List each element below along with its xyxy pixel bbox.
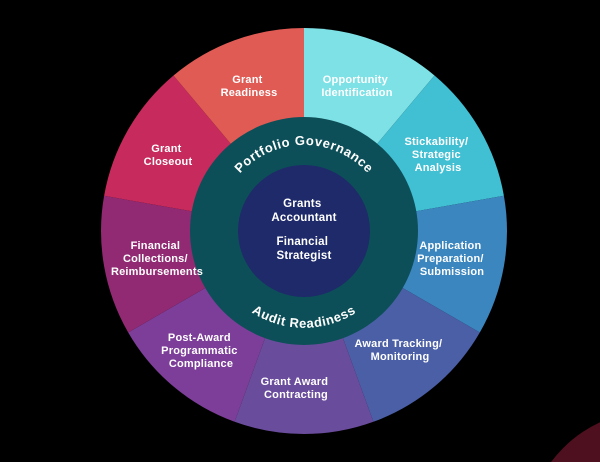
- corner-accent-shape: [551, 422, 600, 462]
- center-roles-circle: [238, 165, 370, 297]
- label-line: Identification: [321, 87, 392, 99]
- segment-label-grant-closeout: Grant Closeout: [144, 143, 193, 168]
- label-line: Award Tracking/: [354, 338, 442, 350]
- label-line: Readiness: [221, 87, 278, 99]
- label-line: Strategic: [412, 149, 461, 161]
- segment-label-opportunity-identification: Opportunity Identification: [321, 74, 392, 99]
- segment-label-application-preparation-submission: Application Preparation/ Submission: [417, 240, 487, 278]
- label-line: Stickability/: [405, 136, 469, 148]
- label-line: Grant: [151, 143, 181, 155]
- label-line: Post-Award: [168, 332, 231, 344]
- label-line: Contracting: [264, 389, 328, 401]
- segment-label-grant-readiness: Grant Readiness: [221, 74, 278, 99]
- label-line: Opportunity: [323, 74, 389, 86]
- label-line: Compliance: [169, 358, 233, 370]
- segment-label-post-award-programmatic-compliance: Post-Award Programmatic Compliance: [161, 332, 241, 370]
- center-role-financial-strategist: Financial Strategist: [276, 236, 331, 262]
- label-line: Accountant: [271, 212, 336, 224]
- label-line: Grant: [232, 74, 262, 86]
- label-line: Submission: [420, 266, 484, 278]
- segment-label-financial-collections-reimbursements: Financial Collections/ Reimbursements: [111, 240, 203, 278]
- segment-label-stickability-strategic-analysis: Stickability/ Strategic Analysis: [405, 136, 472, 174]
- label-line: Financial: [131, 240, 180, 252]
- label-line: Closeout: [144, 156, 193, 168]
- label-line: Application: [419, 240, 481, 252]
- label-line: Preparation/: [417, 253, 484, 265]
- label-line: Programmatic: [161, 345, 237, 357]
- label-line: Monitoring: [371, 351, 430, 363]
- label-line: Financial: [276, 236, 328, 248]
- label-line: Strategist: [276, 250, 331, 262]
- segment-label-grant-award-contracting: Grant Award Contracting: [261, 376, 332, 401]
- label-line: Grants: [283, 198, 321, 210]
- label-line: Grant Award: [261, 376, 329, 388]
- segment-label-award-tracking-monitoring: Award Tracking/ Monitoring: [354, 338, 445, 363]
- label-line: Analysis: [415, 162, 462, 174]
- label-line: Reimbursements: [111, 266, 203, 278]
- center-role-grants-accountant: Grants Accountant: [271, 198, 336, 224]
- label-line: Collections/: [123, 253, 188, 265]
